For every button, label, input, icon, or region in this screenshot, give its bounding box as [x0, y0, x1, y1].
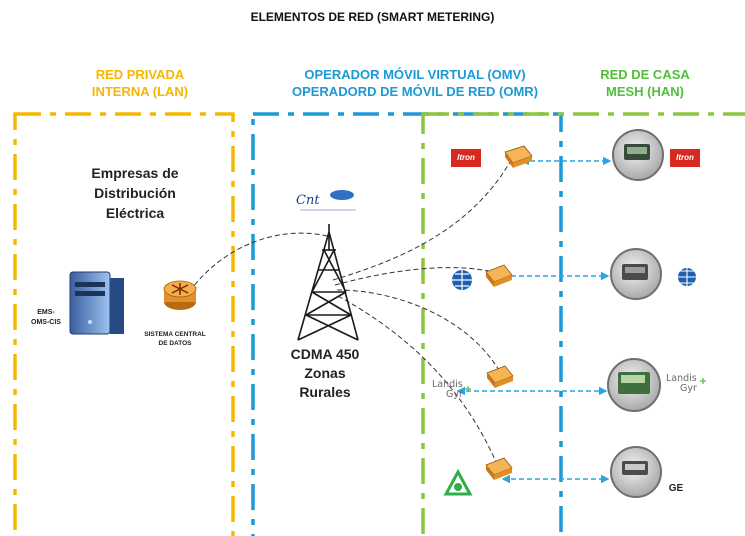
han-heading: RED DE CASA MESH (HAN) — [575, 66, 715, 100]
landis-logo-right-line1: Landis — [666, 373, 697, 384]
router-label-line1: SISTEMA CENTRAL — [144, 331, 206, 338]
omv-heading: OPERADOR MÓVIL VIRTUAL (OMV) OPERADORD D… — [255, 66, 575, 100]
han-zone-border — [421, 112, 745, 536]
smart-meter-icon-3 — [607, 358, 661, 412]
landis-logo-right-line2: Gyr — [680, 383, 697, 394]
lan-heading-line1: RED PRIVADA — [95, 67, 185, 82]
link-tower-modem-4 — [337, 295, 498, 465]
utility-label-line2: Distribución — [94, 185, 176, 201]
tower-label-line2: Zonas — [304, 365, 346, 381]
modem-icon-3 — [486, 365, 514, 388]
router-label-line2: DE DATOS — [158, 340, 192, 347]
utility-label-line3: Eléctrica — [105, 205, 165, 221]
green-triangle-logo-icon — [443, 468, 473, 496]
server-label: EMS- OMS-CIS — [26, 308, 66, 328]
smart-meter-icon-4 — [610, 446, 662, 498]
link-tower-modem-2 — [334, 267, 494, 286]
han-heading-line1: RED DE CASA — [600, 67, 690, 82]
cnt-logo — [300, 190, 356, 211]
utility-label-line1: Empresas de — [91, 165, 179, 181]
lan-heading: RED PRIVADA INTERNA (LAN) — [40, 66, 240, 100]
smart-meter-icon-1 — [612, 129, 664, 181]
landis-logo-left: Landis Gyr — [432, 380, 463, 400]
ge-label: GE — [668, 483, 684, 494]
omv-heading-line1: OPERADOR MÓVIL VIRTUAL (OMV) — [304, 67, 526, 82]
landis-logo-left-line2: Gyr — [446, 389, 463, 400]
modem-icon-1 — [504, 145, 533, 168]
server-label-line1: EMS- — [37, 309, 55, 316]
landis-logo-right: Landis Gyr — [666, 374, 697, 394]
tower-label-line3: Rurales — [299, 384, 351, 400]
omv-heading-line2: OPERADORD DE MÓVIL DE RED (OMR) — [291, 84, 539, 99]
link-router-tower — [184, 232, 328, 299]
landis-logo-left-line1: Landis — [432, 379, 463, 390]
tower-label: CDMA 450 Zonas Rurales — [270, 345, 380, 402]
itron-logo-right: Itron — [670, 149, 700, 167]
landis-plus-icon — [465, 378, 706, 392]
lan-heading-line2: INTERNA (LAN) — [91, 84, 189, 99]
diagram-title: ELEMENTOS DE RED (SMART METERING) — [250, 10, 495, 24]
omv-zone-border — [251, 112, 563, 536]
tower-label-line1: CDMA 450 — [290, 346, 360, 362]
router-icon — [163, 280, 197, 310]
server-icon — [69, 271, 124, 335]
server-label-line2: OMS-CIS — [31, 319, 61, 326]
globe-logo-icon — [452, 270, 472, 290]
link-tower-modem-3 — [336, 289, 501, 373]
lan-zone-border — [13, 112, 235, 536]
globe-logo-icon-2 — [678, 268, 696, 286]
han-heading-line2: MESH (HAN) — [606, 84, 684, 99]
modem-icon-4 — [485, 457, 513, 480]
tower-icon — [297, 224, 359, 341]
cnt-logo-text: Cnt — [296, 193, 320, 208]
itron-logo-left: Itron — [451, 149, 481, 167]
smart-meter-icon-2 — [610, 248, 662, 300]
utility-companies-label: Empresas de Distribución Eléctrica — [60, 163, 210, 223]
link-tower-modem-1 — [332, 161, 511, 281]
router-label: SISTEMA CENTRAL DE DATOS — [130, 330, 220, 348]
modem-icon-2 — [485, 264, 513, 287]
